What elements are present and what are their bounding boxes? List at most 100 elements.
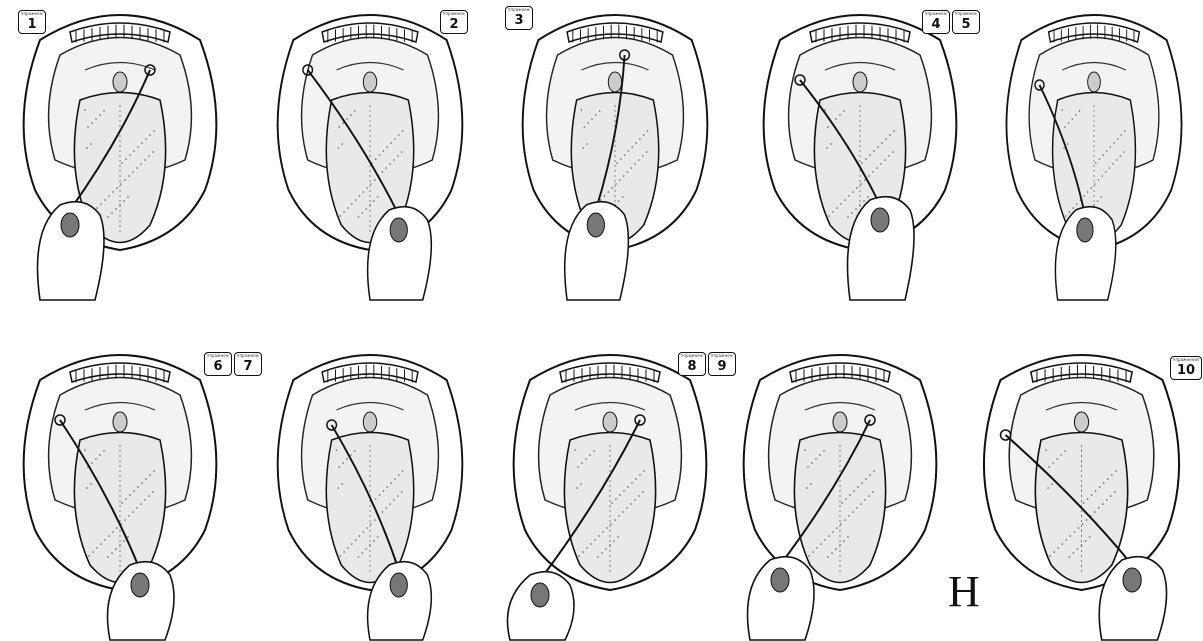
stipple-dot: [576, 487, 578, 489]
stipple-dot: [1073, 552, 1075, 554]
stipple-dot: [92, 551, 94, 553]
stipple-dot: [804, 449, 806, 451]
stipple-dot: [111, 552, 113, 554]
stipple-dot: [355, 199, 357, 201]
stipple-dot: [1094, 511, 1096, 513]
stipple-dot: [1112, 163, 1113, 165]
stipple-dot: [1076, 203, 1077, 205]
stipple-dot: [145, 478, 147, 480]
stipple-dot: [390, 482, 392, 484]
thread-spool: [390, 218, 407, 242]
stipple-dot: [827, 556, 829, 558]
exercise-badge: Упражнение 7: [234, 352, 262, 376]
stipple-dot: [613, 540, 615, 542]
stipple-dot: [812, 551, 814, 553]
stipple-dot: [350, 114, 352, 116]
stipple-dot: [112, 531, 114, 533]
stipple-dot: [1123, 151, 1124, 153]
stipple-dot: [370, 523, 372, 525]
stipple-dot: [1045, 449, 1047, 451]
stipple-dot: [855, 208, 857, 210]
stipple-dot: [868, 175, 870, 177]
exercise-badge: Упражнение 4: [922, 10, 950, 34]
stipple-dot: [826, 147, 828, 149]
stipple-dot: [1083, 502, 1085, 504]
stipple-dot: [394, 138, 396, 140]
stipple-dot: [115, 208, 117, 210]
stipple-dot: [595, 114, 597, 116]
stipple-dot: [128, 175, 130, 177]
stipple-dot: [590, 543, 592, 545]
stipple-dot: [342, 122, 344, 124]
stipple-dot: [124, 179, 126, 181]
mouth-illustration: [740, 0, 980, 300]
stipple-dot: [1102, 503, 1104, 505]
stipple-dot: [642, 491, 644, 493]
stipple-dot: [597, 556, 599, 558]
stipple-dot: [634, 163, 636, 165]
stipple-dot: [86, 147, 88, 149]
stipple-dot: [341, 483, 343, 485]
stipple-dot: [1101, 196, 1102, 198]
thread-spool: [871, 208, 889, 232]
stipple-dot: [402, 470, 404, 472]
stipple-dot: [1071, 118, 1072, 120]
stipple-dot: [835, 548, 837, 550]
stipple-dot: [370, 183, 372, 185]
stipple-dot: [585, 458, 587, 460]
exercise-badge: Упражнение 2: [440, 10, 468, 34]
stipple-dot: [1047, 487, 1049, 489]
stipple-dot: [377, 196, 379, 198]
stipple-dot: [132, 171, 134, 173]
stipple-dot: [119, 204, 121, 206]
stipple-dot: [1094, 183, 1095, 185]
stipple-dot: [861, 162, 863, 164]
stipple-dot: [638, 159, 640, 161]
stipple-dot: [893, 130, 895, 132]
badge-caption: Упражнение: [681, 354, 703, 358]
stipple-dot: [91, 462, 93, 464]
stipple-dot: [1110, 146, 1111, 148]
stipple-dot: [828, 535, 830, 537]
stipple-dot: [620, 158, 622, 160]
thread-spool: [587, 213, 604, 237]
stipple-dot: [831, 552, 833, 554]
stipple-dot: [373, 200, 375, 202]
stipple-dot: [856, 187, 858, 189]
thread-spool: [390, 573, 407, 597]
stipple-dot: [390, 142, 392, 144]
stipple-dot: [111, 212, 113, 214]
stipple-dot: [1089, 536, 1091, 538]
stipple-dot: [647, 130, 649, 132]
stipple-dot: [574, 449, 576, 451]
stipple-dot: [343, 211, 345, 213]
stipple-dot: [578, 555, 580, 557]
stipple-dot: [133, 490, 135, 492]
stipple-dot: [642, 155, 644, 157]
stipple-dot: [401, 151, 403, 153]
uvula: [1088, 72, 1101, 92]
stipple-dot: [346, 118, 348, 120]
stipple-dot: [108, 195, 110, 197]
stipple-dot: [145, 138, 147, 140]
stipple-dot: [137, 486, 139, 488]
stipple-dot: [1117, 138, 1118, 140]
stipple-dot: [853, 490, 855, 492]
illustration-panel-1: [0, 0, 240, 300]
exercise-badge: Упражнение 5: [952, 10, 980, 34]
stipple-dot: [1083, 195, 1084, 197]
illustration-panel-5: [985, 0, 1203, 300]
stipple-dot: [121, 502, 123, 504]
stipple-dot: [354, 110, 356, 112]
stipple-dot: [1061, 543, 1063, 545]
stipple-dot: [153, 470, 155, 472]
stipple-dot: [845, 498, 847, 500]
stipple-dot: [125, 158, 127, 160]
stipple-dot: [115, 548, 117, 550]
stipple-dot: [847, 536, 849, 538]
badge-caption: Упражнение: [1173, 358, 1199, 362]
badge-number: 10: [1171, 364, 1201, 378]
stipple-dot: [873, 150, 875, 152]
uvula: [608, 72, 621, 92]
stipple-dot: [631, 482, 633, 484]
